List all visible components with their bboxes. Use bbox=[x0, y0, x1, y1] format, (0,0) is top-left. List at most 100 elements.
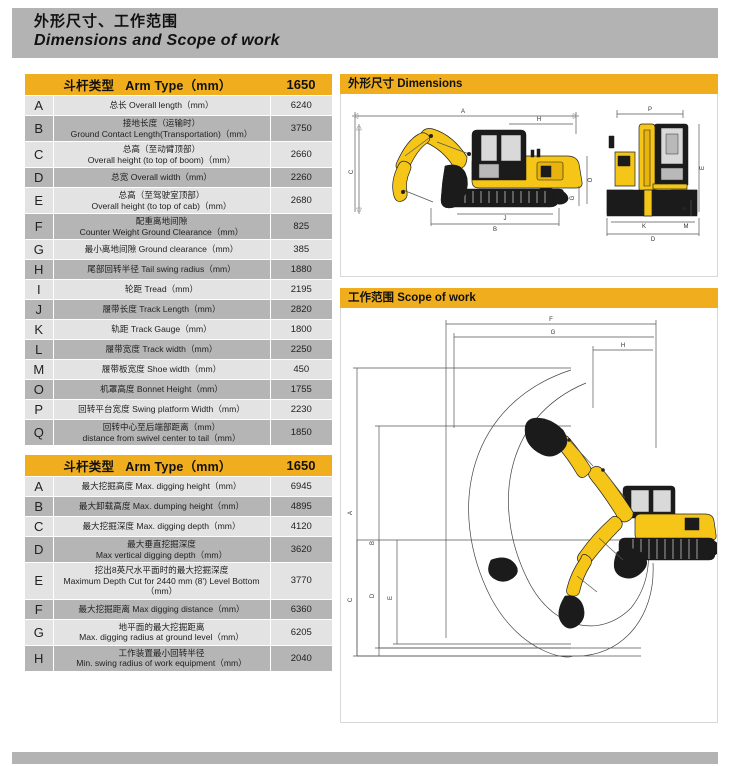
dim-label-M: M bbox=[684, 224, 689, 230]
arm-type-header-cn: 斗杆类型 bbox=[63, 460, 115, 474]
row-description: 回转中心至后端部距离（mm）distance from swivel cente… bbox=[53, 419, 271, 446]
dim-label-A-scope: A bbox=[348, 511, 354, 515]
row-description-en: Swing platform Width（mm） bbox=[132, 404, 245, 415]
row-value: 4895 bbox=[270, 496, 333, 517]
row-description-en: Bonnet Height（mm） bbox=[136, 384, 223, 395]
page-title-band: 外形尺寸、工作范围 Dimensions and Scope of work bbox=[12, 8, 718, 58]
row-description: 总宽 Overall width（mm） bbox=[53, 167, 271, 188]
row-letter: M bbox=[25, 359, 54, 380]
scope-drawing: F G H A B bbox=[340, 308, 718, 723]
dim-label-C-scope: C bbox=[348, 597, 354, 602]
dim-label-H: H bbox=[537, 117, 541, 123]
row-description-en: Max. digging radius at ground level（mm） bbox=[79, 632, 244, 642]
row-description-en: Ground clearance（mm） bbox=[138, 244, 239, 255]
row-description-cn: 尾部回转半径 bbox=[87, 264, 139, 275]
dim-label-K: K bbox=[642, 224, 646, 230]
row-value: 2195 bbox=[270, 279, 333, 300]
dim-label-B-scope: B bbox=[370, 541, 376, 545]
arm-type-header-en: Arm Type（mm） bbox=[125, 79, 232, 93]
dim-label-H: H bbox=[621, 343, 625, 349]
row-letter: B bbox=[25, 496, 54, 517]
dim-label-O: O bbox=[588, 177, 594, 182]
row-description-cn: 轨距 bbox=[111, 324, 129, 335]
scope-panel-title-cn: 工作范围 bbox=[348, 292, 394, 304]
row-description-cn: 机罩高度 bbox=[100, 384, 135, 395]
row-description: 最大挖掘距离 Max digging distance（mm） bbox=[53, 598, 271, 620]
row-value: 1850 bbox=[270, 419, 333, 446]
dim-label-A: A bbox=[461, 109, 465, 115]
row-value: 3620 bbox=[270, 536, 333, 563]
row-description-cn: 总长 bbox=[109, 100, 127, 111]
row-description: 履带长度 Track Length（mm） bbox=[53, 299, 271, 320]
row-value: 1880 bbox=[270, 259, 333, 280]
row-letter: O bbox=[25, 379, 54, 400]
row-description: 最大卸载高度 Max. dumping height（mm） bbox=[53, 496, 271, 517]
dim-label-E-front: E bbox=[700, 166, 706, 170]
row-description-en: Track Length（mm） bbox=[139, 304, 221, 315]
row-letter: G bbox=[25, 239, 54, 260]
table-header-row: 斗杆类型 Arm Type（mm） 1650 bbox=[25, 74, 333, 96]
row-description: 总高（至驾驶室顶部）Overall height (to top of cab)… bbox=[53, 187, 271, 214]
dimensions-panel-title-en: Dimensions bbox=[397, 78, 463, 90]
dim-label-F: F bbox=[549, 317, 553, 323]
dim-label-G: G bbox=[551, 330, 556, 336]
row-letter: F bbox=[25, 598, 54, 620]
row-description: 接地长度（运输时）Ground Contact Length(Transport… bbox=[53, 115, 271, 142]
row-description: 总长 Overall length（mm） bbox=[53, 95, 271, 116]
row-description-cn: 总高（至动臂顶部） bbox=[122, 144, 201, 154]
row-description: 总高（至动臂顶部）Overall height (to top of boom)… bbox=[53, 141, 271, 168]
row-letter: G bbox=[25, 618, 54, 646]
row-value: 3750 bbox=[270, 115, 333, 142]
dim-label-J: J bbox=[504, 216, 507, 222]
dim-label-G: G bbox=[570, 195, 576, 200]
dim-label-C: C bbox=[349, 169, 355, 174]
row-letter: F bbox=[25, 213, 54, 240]
row-value: 6205 bbox=[270, 618, 333, 646]
dimensions-panel-title-cn: 外形尺寸 bbox=[348, 78, 394, 90]
row-description-cn: 总高（至驾驶室顶部） bbox=[118, 190, 205, 200]
row-description-en: Overall height (to top of cab)（mm） bbox=[91, 200, 232, 211]
row-letter: D bbox=[25, 536, 54, 563]
row-description-cn: 接地长度（运输时） bbox=[122, 118, 201, 128]
page-title-cn: 外形尺寸、工作范围 bbox=[34, 13, 179, 30]
dimensions-panel-header: 外形尺寸 Dimensions bbox=[340, 74, 718, 94]
row-description-en: distance from swivel center to tail（mm） bbox=[82, 432, 241, 443]
row-description-en: Track width（mm） bbox=[142, 344, 218, 355]
row-description-cn: 最大挖掘高度 bbox=[81, 481, 134, 492]
arm-type-header-en: Arm Type（mm） bbox=[125, 460, 232, 474]
row-value: 2250 bbox=[270, 339, 333, 360]
row-description-cn: 最大垂直挖掘深度 bbox=[127, 539, 196, 549]
row-letter: H bbox=[25, 644, 54, 672]
row-description-cn: 最大挖掘深度 bbox=[82, 521, 135, 532]
row-description-en: Maximum Depth Cut for 2440 mm (8') Level… bbox=[63, 575, 260, 597]
row-letter: E bbox=[25, 187, 54, 214]
row-description-cn: 地平面的最大挖掘距离 bbox=[118, 621, 205, 632]
dimensions-panel: 外形尺寸 Dimensions A H C bbox=[340, 74, 718, 277]
row-letter: C bbox=[25, 141, 54, 168]
row-letter: P bbox=[25, 399, 54, 420]
page-title-en: Dimensions and Scope of work bbox=[34, 32, 280, 49]
row-description-cn: 回转平台宽度 bbox=[78, 404, 130, 415]
scope-panel: 工作范围 Scope of work F G H bbox=[340, 288, 718, 723]
